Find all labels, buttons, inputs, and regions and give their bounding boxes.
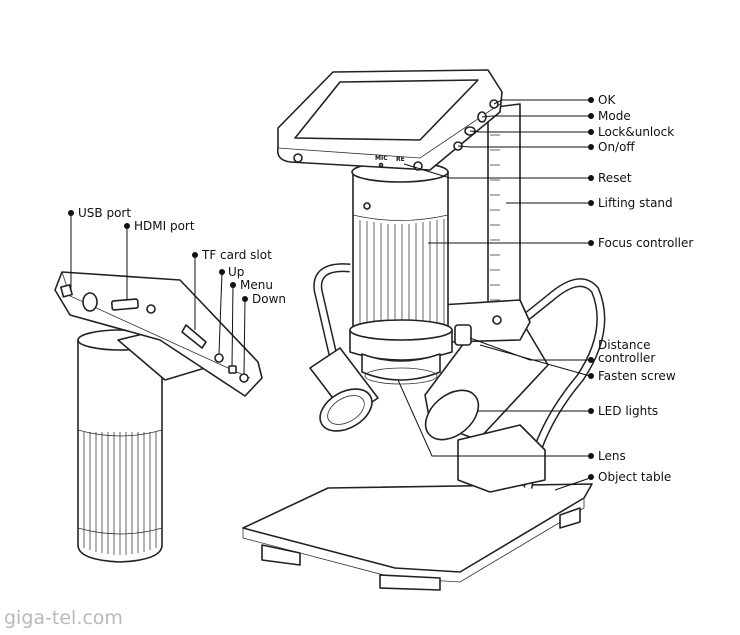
label-mode: Mode xyxy=(598,109,631,123)
label-hdmi-port: HDMI port xyxy=(134,219,195,233)
label-focus-controller: Focus controller xyxy=(598,236,693,250)
label-usb-port: USB port xyxy=(78,206,131,220)
label-down: Down xyxy=(252,292,286,306)
side-grip-ridges xyxy=(77,429,163,555)
label-led-lights: LED lights xyxy=(598,404,658,418)
up-button-icon xyxy=(214,353,224,363)
display-screen xyxy=(294,79,479,141)
label-lifting-stand: Lifting stand xyxy=(598,196,673,210)
side-view-microscope xyxy=(54,271,263,563)
label-lock-unlock: Lock&unlock xyxy=(598,125,674,139)
label-menu: Menu xyxy=(240,278,273,292)
usb-port-icon xyxy=(60,284,73,298)
labels: OK Mode Lock&unlock On/off Reset Lifting… xyxy=(78,93,693,484)
label-tf-card-slot: TF card slot xyxy=(201,248,272,262)
hdmi-port-icon xyxy=(110,298,139,311)
side-knob-icon xyxy=(82,292,98,312)
label-reset: Reset xyxy=(598,171,632,185)
label-distance-controller-2: controller xyxy=(598,351,655,365)
watermark: giga-tel.com xyxy=(4,607,123,629)
re-mark: RE xyxy=(396,156,405,163)
down-button-icon xyxy=(239,373,249,383)
tf-card-slot-icon xyxy=(181,324,207,349)
callouts-left xyxy=(68,210,248,375)
rack-teeth xyxy=(490,134,500,301)
callouts-right xyxy=(397,97,594,491)
label-lens: Lens xyxy=(598,449,626,463)
fasten-screw-knob xyxy=(454,324,472,346)
label-ok: OK xyxy=(598,93,616,107)
mic-mark: MIC xyxy=(375,155,388,162)
label-fasten-screw: Fasten screw xyxy=(598,369,676,383)
focus-ridges xyxy=(359,219,445,331)
menu-button-icon xyxy=(228,365,237,374)
lens xyxy=(361,353,441,381)
label-distance-controller-1: Distance xyxy=(598,338,650,352)
label-object-table: Object table xyxy=(598,470,671,484)
label-on-off: On/off xyxy=(598,140,635,154)
main-microscope: MIC RE xyxy=(242,69,606,591)
label-up: Up xyxy=(228,265,244,279)
side-screw-icon xyxy=(146,304,156,314)
clamp-bracket xyxy=(439,299,531,343)
